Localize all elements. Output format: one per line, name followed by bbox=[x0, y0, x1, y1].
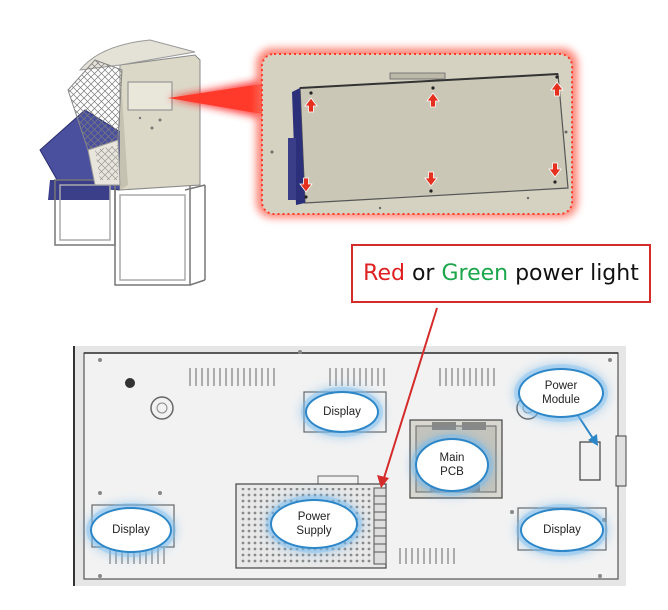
main-pcb-label: Main PCB bbox=[415, 438, 489, 492]
callout-leader bbox=[377, 307, 438, 488]
display-top-label: Display bbox=[305, 391, 379, 433]
display-left-label: Display bbox=[90, 507, 172, 553]
power-module-pointer bbox=[576, 413, 598, 446]
zoomed-panel bbox=[256, 48, 578, 218]
vents-top-right bbox=[439, 368, 495, 386]
vents-top-mid bbox=[329, 368, 385, 386]
display-right-label: Display bbox=[520, 508, 604, 552]
arrow-up-1 bbox=[304, 97, 318, 113]
arrow-up-2 bbox=[426, 92, 440, 108]
power-light-callout: Red or Green power light bbox=[351, 244, 651, 303]
arrow-up-3 bbox=[550, 81, 564, 97]
speaker-mount-left bbox=[150, 396, 174, 420]
vents-top-left bbox=[189, 368, 275, 386]
arrow-down-1 bbox=[299, 177, 313, 193]
callout-word-or: or bbox=[411, 261, 435, 286]
arrow-down-3 bbox=[548, 162, 562, 178]
zoom-beam bbox=[168, 80, 262, 118]
power-supply-label: Power Supply bbox=[270, 499, 358, 549]
power-module-label: Power Module bbox=[518, 368, 604, 418]
arrow-down-2 bbox=[424, 171, 438, 187]
cabinet-illustration bbox=[39, 39, 206, 286]
callout-word-green: Green bbox=[441, 261, 509, 286]
callout-word-red: Red bbox=[363, 261, 405, 286]
callout-word-rest: power light bbox=[515, 261, 639, 286]
screw-arrows bbox=[299, 81, 564, 193]
